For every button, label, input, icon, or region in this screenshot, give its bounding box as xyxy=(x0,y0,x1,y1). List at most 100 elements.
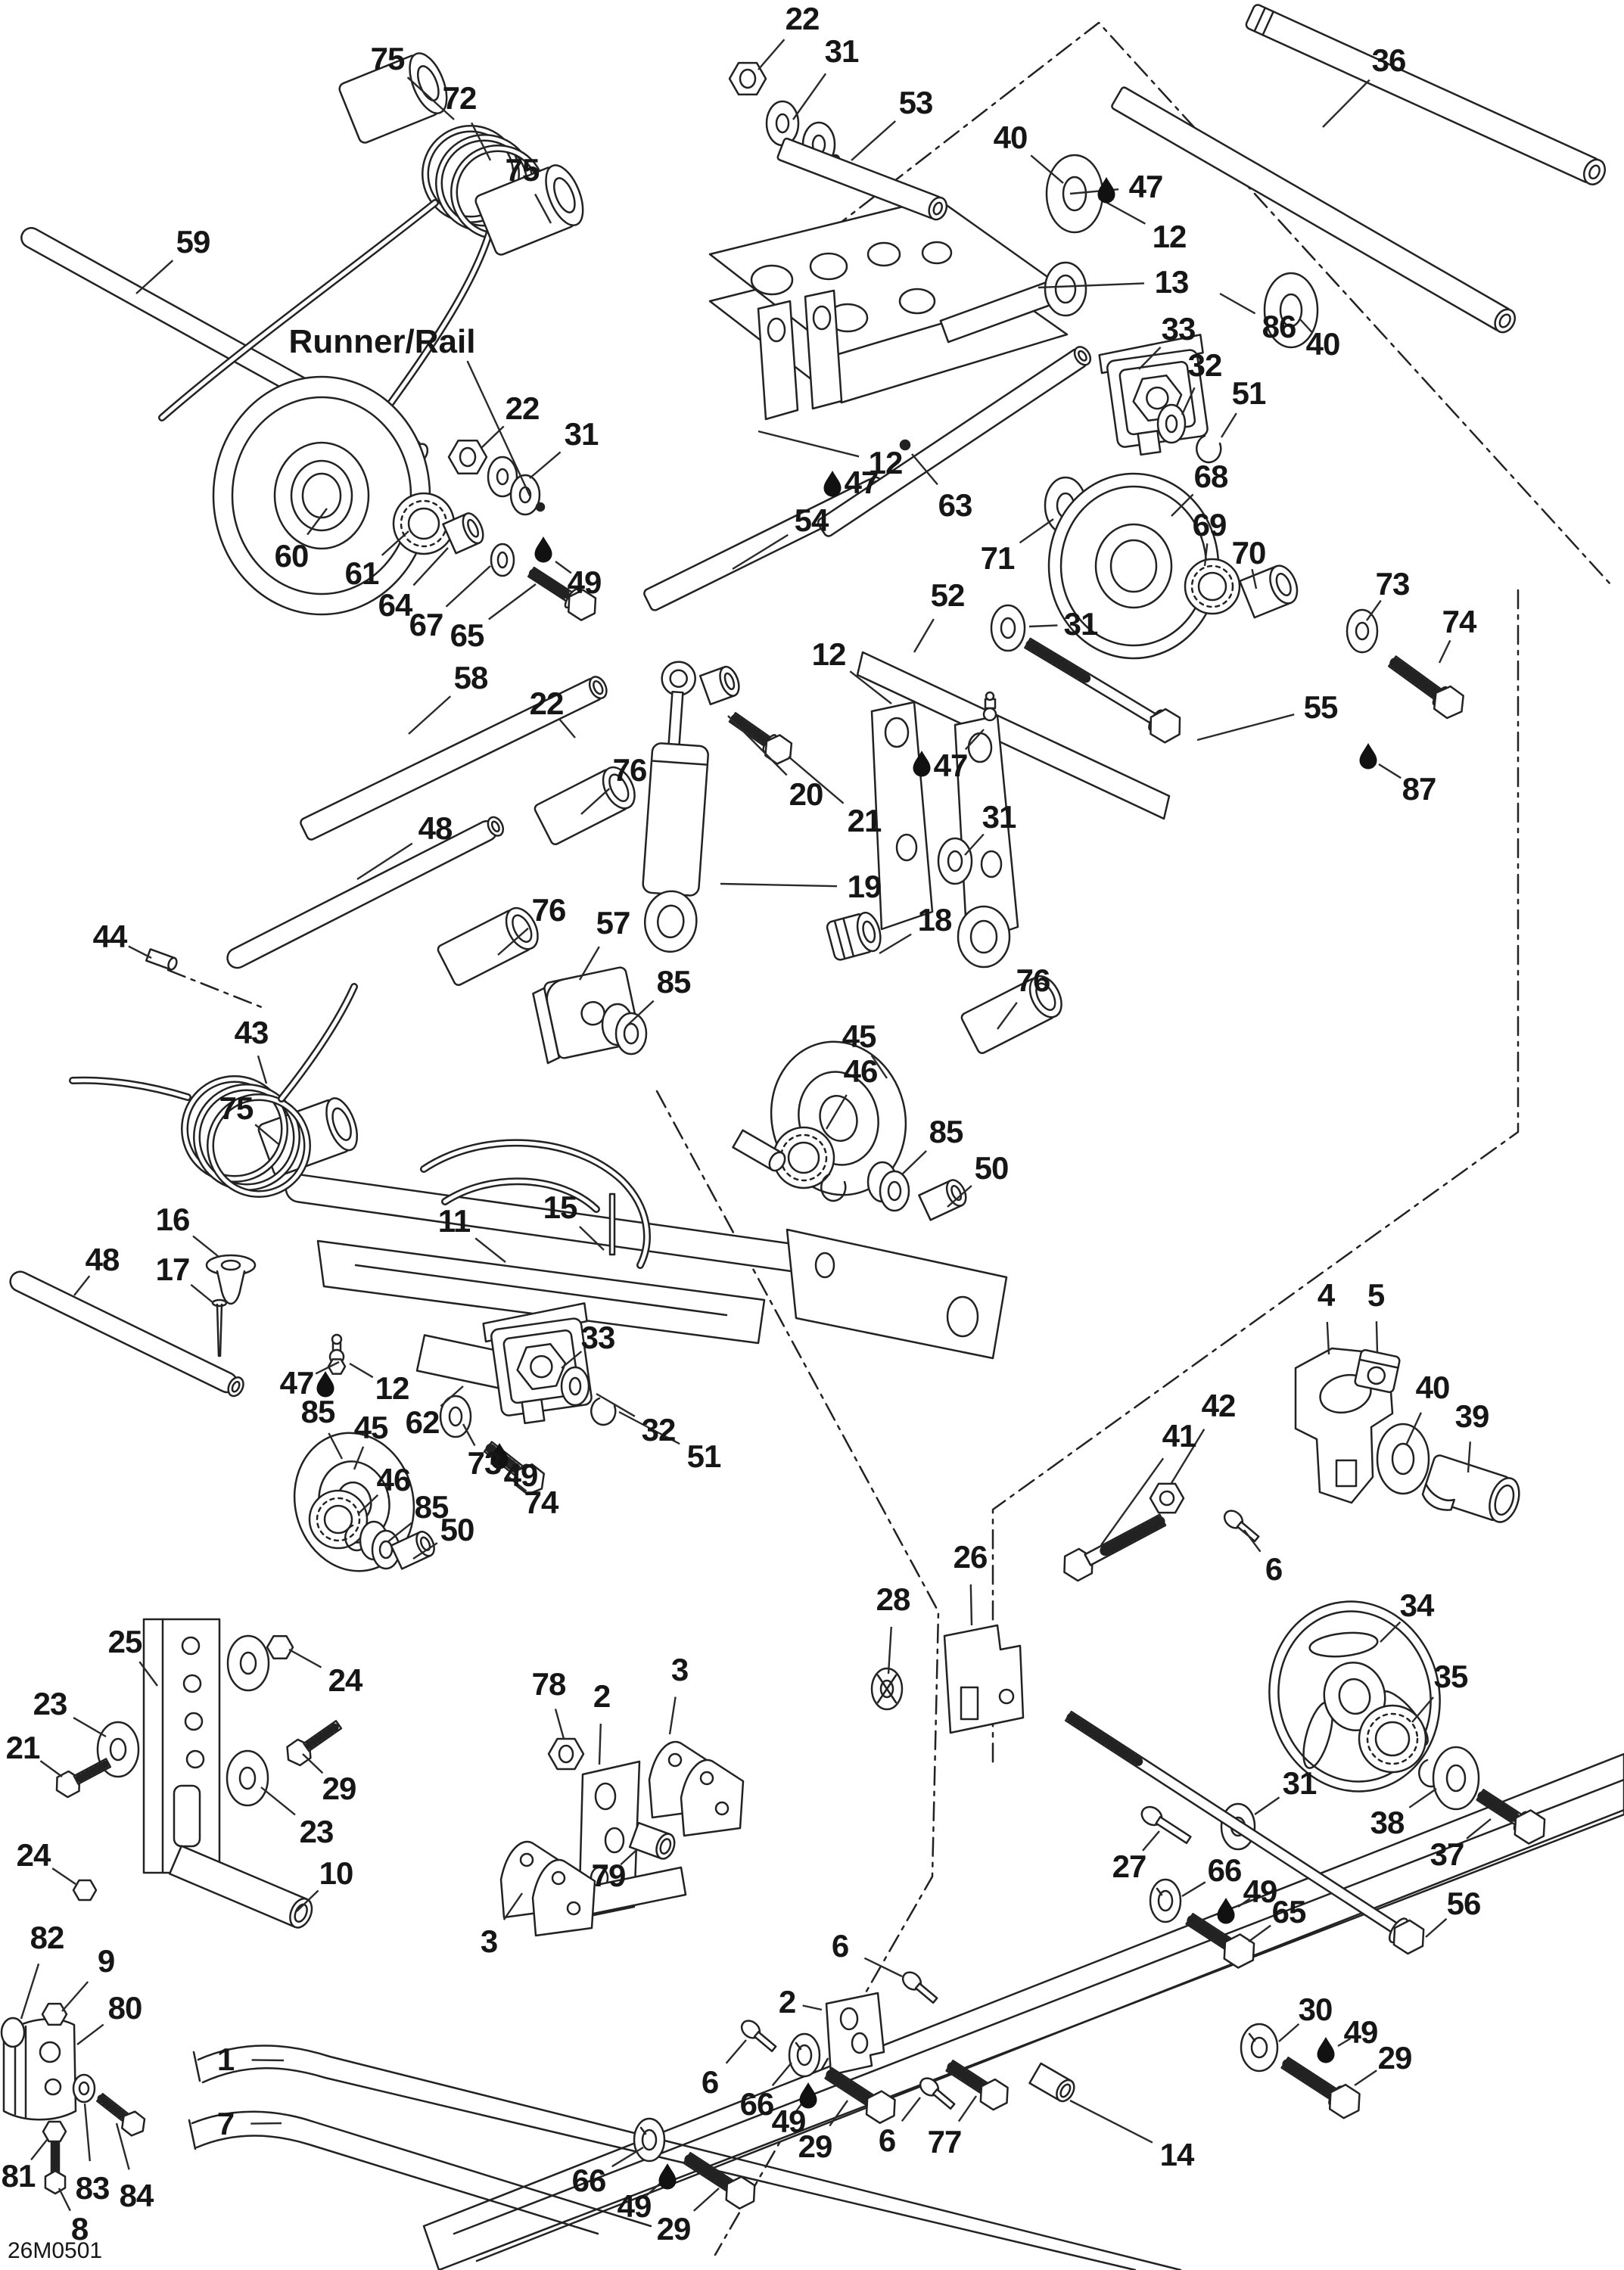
hex-bolt xyxy=(1473,1783,1552,1849)
leader-line xyxy=(440,1386,463,1406)
oil-droplet-icon xyxy=(824,471,841,496)
leader-line xyxy=(471,123,490,160)
oil-droplet-icon xyxy=(913,751,930,776)
leader-line xyxy=(694,2188,719,2211)
rail-left xyxy=(189,2046,1181,2270)
leader-line xyxy=(316,1362,339,1373)
leader-line xyxy=(581,788,609,814)
spacer-cylinder xyxy=(1240,561,1302,617)
leader-line xyxy=(1220,294,1255,313)
anchor-bracket-pair xyxy=(649,1742,743,1836)
leader-line xyxy=(1439,640,1450,663)
leader-line xyxy=(902,2097,920,2121)
leader-line xyxy=(62,1982,88,2011)
flat-washer xyxy=(991,605,1025,651)
leader-line xyxy=(1300,319,1313,333)
front-arm-assembly xyxy=(710,198,1086,419)
flat-washer-hole xyxy=(1392,1444,1414,1474)
hex-nut xyxy=(1150,1484,1184,1513)
rivet-plug xyxy=(207,1255,255,1304)
oil-droplet-icon xyxy=(535,537,552,562)
flat-washer-hole xyxy=(1447,1765,1465,1791)
flat-washer xyxy=(2,2018,24,2047)
leader-line xyxy=(1221,413,1237,437)
flat-washer xyxy=(1158,405,1185,443)
leader-line xyxy=(73,1718,106,1737)
leader-line xyxy=(193,1236,218,1256)
leader-line xyxy=(1338,2038,1351,2046)
leader-line xyxy=(307,508,327,535)
flange-screw xyxy=(739,2017,779,2054)
leader-line xyxy=(1467,1819,1491,1839)
flat-washer-hole xyxy=(240,1768,255,1789)
leader-line xyxy=(354,1447,363,1469)
grease-fitting-icon xyxy=(328,1335,345,1374)
ball-bearing xyxy=(1359,1706,1426,1772)
leader-line xyxy=(555,1709,564,1739)
hex-bolt xyxy=(726,707,798,767)
slider-block xyxy=(1099,334,1216,459)
bushing-sleeve xyxy=(437,762,1068,1055)
slider-block xyxy=(483,1303,600,1427)
bushing-cylinder xyxy=(391,1529,437,1569)
leader-line xyxy=(1038,283,1144,288)
oil-droplet-icon xyxy=(659,2164,676,2189)
leader-line xyxy=(888,1627,891,1674)
oil-droplet-icon xyxy=(491,1444,508,1469)
leader-line xyxy=(498,928,528,955)
flat-washer xyxy=(440,1396,471,1437)
leader-line xyxy=(726,2040,746,2063)
leader-line xyxy=(872,1056,887,1078)
leader-line xyxy=(59,2188,70,2211)
leader-line xyxy=(1380,1622,1400,1642)
slotted-sleeve xyxy=(1420,1454,1524,1531)
flange-screw xyxy=(1221,1507,1262,1544)
lock-washer xyxy=(1150,1880,1181,1922)
flange-screw xyxy=(900,1969,940,2006)
leader-line xyxy=(413,1543,437,1559)
leader-line xyxy=(261,1787,295,1814)
flat-washer-hole xyxy=(948,851,962,871)
stopper-bracket xyxy=(944,1625,1023,1733)
leader-line xyxy=(966,729,984,749)
suspension-bracket xyxy=(564,1762,686,1919)
leader-line xyxy=(997,1003,1017,1029)
leader-line xyxy=(851,121,895,160)
leader-line xyxy=(1244,1530,1261,1552)
leader-line xyxy=(1171,494,1193,516)
hex-nut-hole xyxy=(559,1746,573,1762)
leader-line xyxy=(481,426,504,448)
leader-line xyxy=(793,73,826,120)
leader-line xyxy=(1143,1831,1159,1851)
leader-line xyxy=(1367,601,1381,620)
annotation-leader xyxy=(468,362,530,496)
anchor-bracket-pair xyxy=(501,1842,595,1936)
leader-line xyxy=(612,2147,643,2166)
axle-rod xyxy=(817,344,1094,537)
spacer-washer-pair xyxy=(868,1162,909,1211)
leader-line xyxy=(971,1584,972,1625)
leader-line xyxy=(599,1724,601,1765)
leader-line xyxy=(258,1056,266,1084)
leader-line xyxy=(139,1662,157,1686)
leader-line xyxy=(803,2006,822,2010)
leader-line xyxy=(250,2123,282,2124)
ball-bearing xyxy=(310,1491,367,1548)
hex-nut xyxy=(43,2122,66,2141)
hex-bolt xyxy=(680,2147,761,2213)
leader-line xyxy=(504,1893,522,1920)
hex-bolt xyxy=(1384,650,1470,723)
flat-washer xyxy=(938,838,972,884)
hex-bolt xyxy=(480,1436,549,1499)
leader-line xyxy=(1323,80,1370,127)
leader-line xyxy=(902,1151,926,1174)
hex-nut-hole xyxy=(1160,1491,1174,1505)
oil-droplet-icon xyxy=(1360,744,1377,769)
leader-line xyxy=(914,619,934,652)
leader-line xyxy=(559,719,575,738)
leader-line xyxy=(1406,1413,1421,1445)
oil-droplet-icon xyxy=(1318,2038,1334,2063)
circlip-icon xyxy=(591,1398,615,1425)
rubber-bumper xyxy=(826,910,884,961)
leader-line xyxy=(74,1276,89,1295)
